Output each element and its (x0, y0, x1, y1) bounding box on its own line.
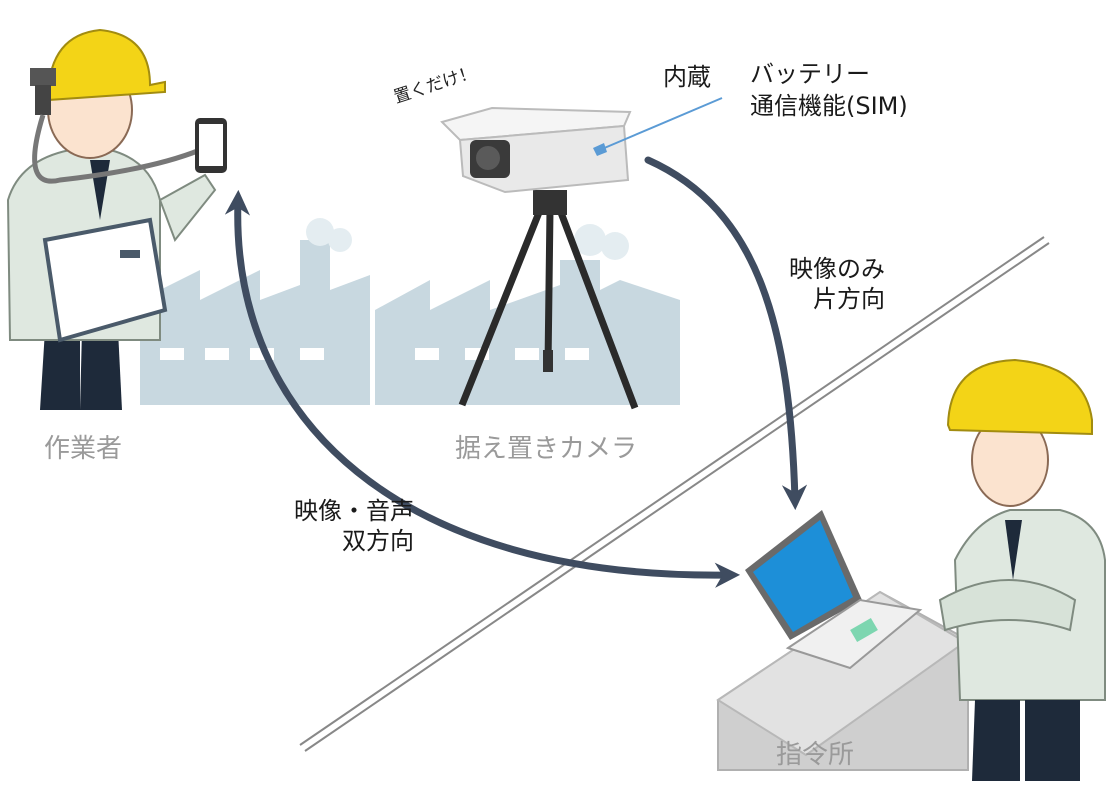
worker-label: 作業者 (44, 434, 123, 464)
command-post-label: 指令所 (776, 740, 855, 770)
builtin-features-list: バッテリー 通信機能(SIM) (750, 58, 908, 122)
callout-line (601, 97, 723, 150)
video-only-one-way-label: 映像のみ 片方向 (765, 254, 885, 314)
operator-illustration (938, 358, 1106, 781)
video-audio-label: 映像・音声 (294, 497, 414, 525)
command-post-illustration (716, 510, 969, 771)
two-way-label: 双方向 (342, 527, 414, 555)
fixed-camera-label: 据え置きカメラ (455, 434, 638, 464)
worker-illustration (6, 28, 227, 410)
fixed-camera-illustration (440, 106, 639, 410)
sim-label: 通信機能(SIM) (750, 92, 908, 120)
battery-label: バッテリー (750, 60, 870, 88)
builtin-label: 内蔵 (663, 63, 711, 91)
one-way-label: 片方向 (813, 285, 885, 313)
arrow-video-audio-two-way (224, 189, 741, 588)
video-audio-two-way-label: 映像・音声 双方向 (270, 496, 414, 556)
video-only-label: 映像のみ (789, 255, 885, 283)
arrow-video-only-one-way (644, 156, 808, 511)
